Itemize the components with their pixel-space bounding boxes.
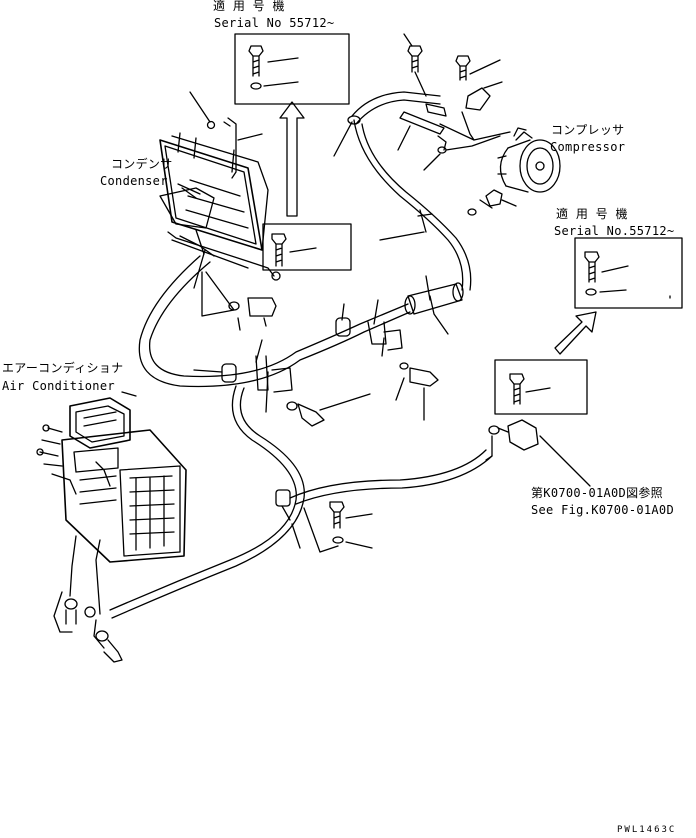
serial-box-top [234, 33, 350, 217]
serial-number-top: Serial No 55712~ [214, 16, 335, 30]
condenser-label-en: Condenser [100, 174, 168, 188]
lower-callout-box [494, 359, 588, 415]
hoses-top [333, 91, 472, 291]
condenser [159, 117, 281, 281]
condenser-callout-box [262, 223, 352, 271]
compressor [497, 127, 561, 193]
serial-title-top: 適 用 号 機 [213, 0, 285, 13]
compressor-bracket [403, 33, 517, 216]
serial-number-right: Serial No.55712~ [554, 224, 675, 238]
compressor-label-en: Compressor [550, 140, 626, 154]
hoses-main [109, 255, 493, 619]
lower-bolts [329, 501, 373, 549]
connector [485, 419, 591, 487]
air-conditioner-unit [36, 397, 187, 663]
air-conditioner-label-en: Air Conditioner [2, 379, 115, 393]
serial-box-right [554, 237, 683, 355]
label-leaders [121, 187, 197, 397]
air-conditioner-label-jp: エアーコンディショナ [2, 361, 124, 375]
drawing-code: PWL1463C [617, 825, 677, 835]
see-figure-label-en: See Fig.K0700-01A0D [531, 503, 674, 517]
see-figure-label-jp: 第K0700-01A0D図参照 [531, 486, 663, 500]
compressor-label-jp: コンプレッサ [551, 123, 625, 137]
condenser-label-jp: コンデンサ [111, 157, 173, 171]
serial-title-right: 適 用 号 機 [556, 207, 628, 221]
